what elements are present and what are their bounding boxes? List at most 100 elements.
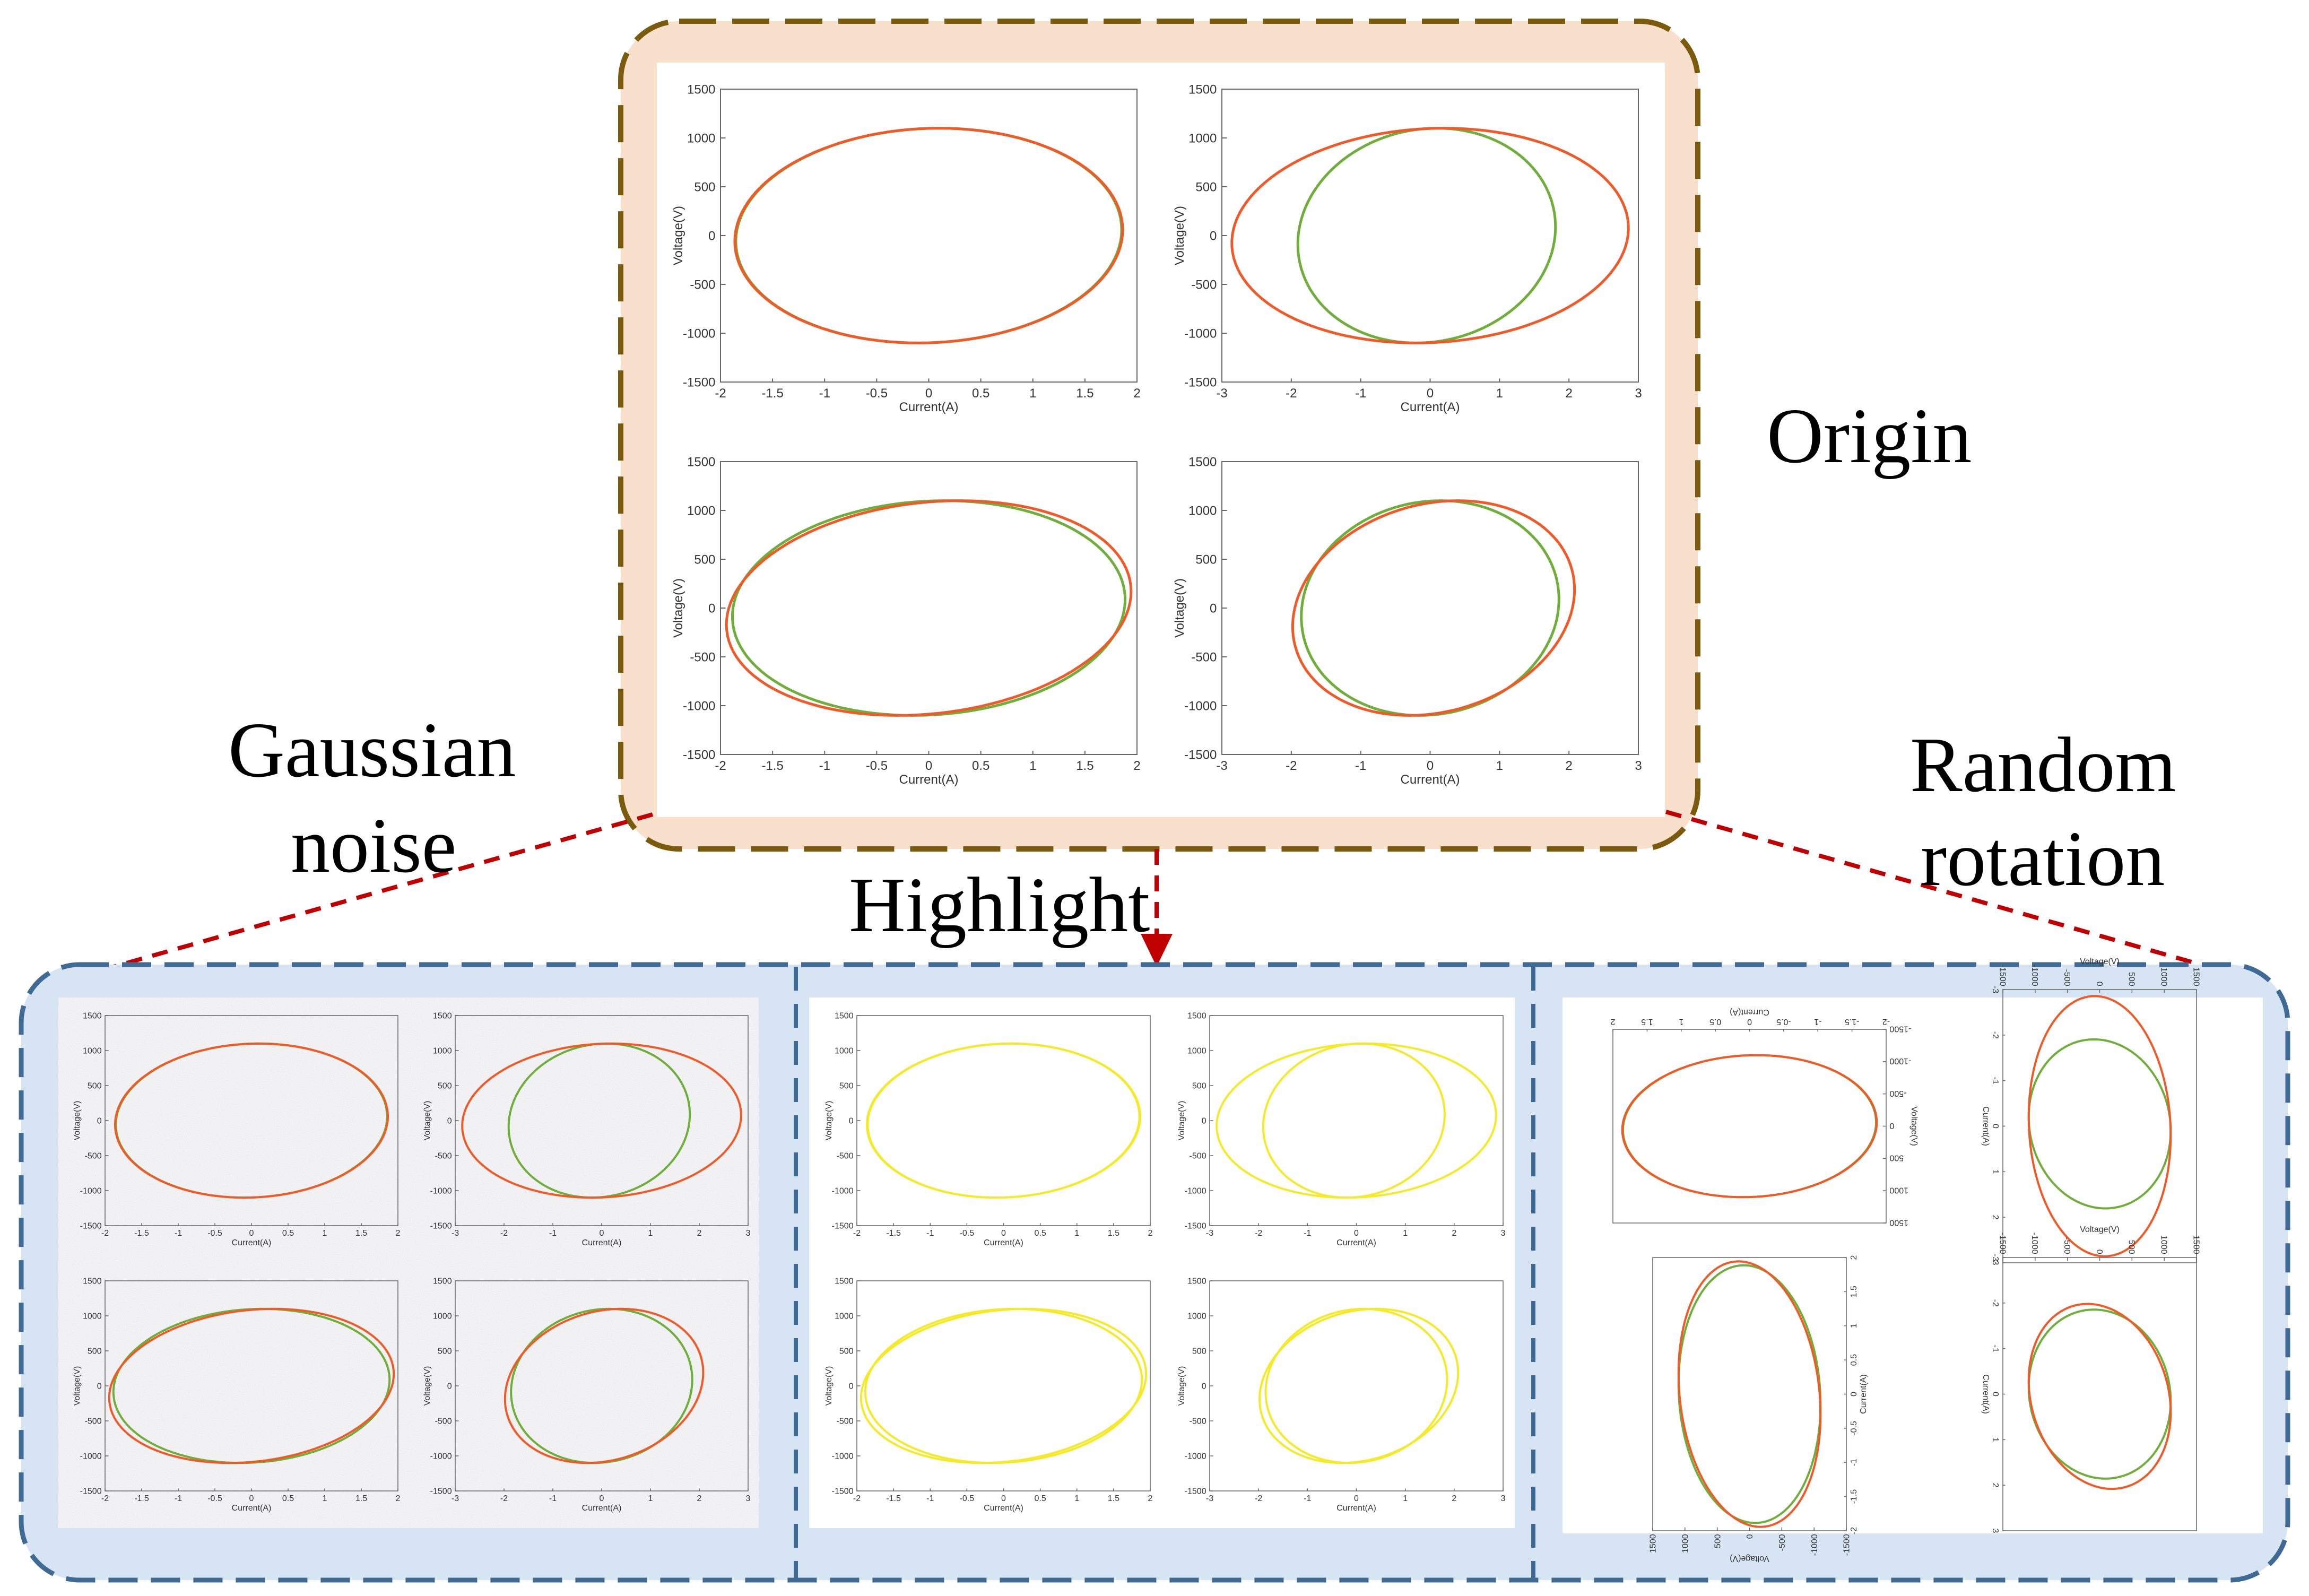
y-tick-label-origin-3: -1000 xyxy=(683,699,715,713)
y-tick-label-highlight-4: 500 xyxy=(1192,1347,1206,1356)
y-tick-label-origin-4: 500 xyxy=(1195,552,1217,567)
y-tick-label-gaussian-2: -500 xyxy=(435,1152,452,1161)
y-axis-label-gaussian-1: Voltage(V) xyxy=(73,1101,82,1141)
origin-figure-panel xyxy=(657,63,1665,817)
x-tick-label-rotation-2: 3 xyxy=(1991,1261,2000,1265)
x-axis-label-gaussian-4: Current(A) xyxy=(582,1504,622,1513)
gaussian-noise-texture xyxy=(58,998,759,1528)
x-tick-label-highlight-3: 1 xyxy=(1074,1494,1079,1503)
y-tick-label-rotation-4: 1000 xyxy=(2159,1235,2168,1254)
x-tick-label-origin-3: 0.5 xyxy=(972,759,989,773)
label-gaussian-line1: Gaussian xyxy=(228,707,516,794)
x-tick-label-origin-4: 2 xyxy=(1565,759,1572,773)
x-tick-label-origin-2: 2 xyxy=(1565,386,1572,401)
y-tick-label-rotation-2: -1000 xyxy=(2030,965,2039,986)
y-axis-label-highlight-4: Voltage(V) xyxy=(1177,1366,1186,1406)
x-tick-label-highlight-3: 1.5 xyxy=(1108,1494,1119,1503)
x-tick-label-highlight-3: 2 xyxy=(1148,1494,1153,1503)
x-tick-label-origin-2: 1 xyxy=(1496,386,1503,401)
y-axis-label-rotation-4: Voltage(V) xyxy=(2080,1225,2120,1234)
y-tick-label-rotation-3: -1000 xyxy=(1810,1534,1819,1556)
x-tick-label-gaussian-1: -1.5 xyxy=(134,1229,149,1238)
x-tick-label-origin-2: 0 xyxy=(1427,386,1434,401)
y-tick-label-rotation-4: 0 xyxy=(2095,1250,2104,1254)
y-tick-label-origin-2: -1500 xyxy=(1184,375,1217,389)
y-tick-label-rotation-3: -1500 xyxy=(1843,1534,1852,1556)
x-tick-label-highlight-1: 0 xyxy=(1001,1229,1006,1238)
y-tick-label-gaussian-1: -500 xyxy=(85,1152,102,1161)
y-tick-label-origin-2: -1000 xyxy=(1184,326,1217,341)
y-tick-label-rotation-1: 500 xyxy=(1889,1153,1904,1163)
x-tick-label-highlight-3: 0.5 xyxy=(1035,1494,1046,1503)
y-tick-label-origin-2: 1000 xyxy=(1188,131,1217,145)
y-tick-label-gaussian-3: 0 xyxy=(97,1382,102,1391)
x-tick-label-rotation-2: -2 xyxy=(1991,1031,2000,1039)
y-tick-label-gaussian-3: 500 xyxy=(88,1347,102,1356)
x-tick-label-rotation-4: 3 xyxy=(1991,1529,2000,1533)
y-tick-label-highlight-1: 1000 xyxy=(835,1047,854,1056)
x-tick-label-gaussian-3: 0 xyxy=(249,1494,254,1503)
series-green-origin-2 xyxy=(1296,127,1557,344)
y-tick-label-origin-3: -500 xyxy=(690,650,715,664)
y-tick-label-rotation-3: 500 xyxy=(1713,1534,1722,1548)
x-axis-label-gaussian-3: Current(A) xyxy=(232,1504,272,1513)
x-tick-label-rotation-1: 1.5 xyxy=(1641,1017,1653,1026)
y-tick-label-highlight-1: -1000 xyxy=(832,1187,854,1196)
x-tick-label-gaussian-4: -3 xyxy=(452,1494,459,1503)
x-tick-label-origin-2: -1 xyxy=(1355,386,1366,401)
x-tick-label-highlight-2: 3 xyxy=(1501,1229,1506,1238)
y-tick-label-rotation-2: -500 xyxy=(2062,969,2071,986)
x-tick-label-highlight-1: 1.5 xyxy=(1108,1229,1119,1238)
x-tick-label-rotation-3: -1.5 xyxy=(1850,1489,1859,1504)
x-tick-label-gaussian-2: 1 xyxy=(648,1229,653,1238)
plot-rotation-2: -3-2-10123150010005000-500-1000-1500Curr… xyxy=(1981,957,2200,1265)
y-tick-label-rotation-4: -500 xyxy=(2062,1237,2071,1254)
y-axis-label-origin-1: Voltage(V) xyxy=(671,206,685,265)
x-tick-label-highlight-2: -3 xyxy=(1206,1229,1213,1238)
x-tick-label-rotation-3: 1.5 xyxy=(1850,1286,1859,1297)
x-tick-label-rotation-1: 0.5 xyxy=(1709,1017,1721,1026)
y-tick-label-gaussian-1: -1000 xyxy=(80,1187,102,1196)
x-tick-label-highlight-4: 1 xyxy=(1403,1494,1408,1503)
y-tick-label-origin-1: 1000 xyxy=(687,131,715,145)
x-tick-label-gaussian-1: -0.5 xyxy=(207,1229,222,1238)
x-tick-label-origin-4: -1 xyxy=(1355,759,1366,773)
x-tick-label-origin-2: -3 xyxy=(1216,386,1227,401)
rotation-figure-panel xyxy=(1563,998,2263,1533)
x-tick-label-rotation-4: 2 xyxy=(1991,1483,2000,1488)
x-axis-label-origin-3: Current(A) xyxy=(899,773,958,787)
x-tick-label-origin-3: 0 xyxy=(925,759,932,773)
y-tick-label-origin-3: 500 xyxy=(694,552,715,567)
y-tick-label-origin-3: 0 xyxy=(708,601,715,615)
y-tick-label-highlight-4: -1500 xyxy=(1185,1487,1206,1496)
y-tick-label-highlight-2: 0 xyxy=(1202,1117,1206,1126)
x-tick-label-rotation-1: 1 xyxy=(1679,1017,1683,1026)
x-tick-label-gaussian-1: 1.5 xyxy=(355,1229,367,1238)
y-tick-label-highlight-2: -1000 xyxy=(1185,1187,1206,1196)
y-tick-label-origin-4: -1500 xyxy=(1184,748,1217,762)
y-axis-label-gaussian-2: Voltage(V) xyxy=(423,1101,432,1141)
label-gaussian-line2: noise xyxy=(291,802,457,889)
x-tick-label-origin-4: -3 xyxy=(1216,759,1227,773)
y-axis-label-gaussian-4: Voltage(V) xyxy=(423,1366,432,1406)
series-red-rotation-1 xyxy=(1621,1054,1878,1199)
x-axis-label-gaussian-1: Current(A) xyxy=(232,1238,272,1247)
x-tick-label-origin-2: -2 xyxy=(1286,386,1297,401)
y-tick-label-highlight-3: -500 xyxy=(837,1417,854,1426)
highlight-figure-panel xyxy=(809,998,1515,1528)
y-tick-label-origin-2: 0 xyxy=(1210,229,1217,243)
x-tick-label-gaussian-4: -1 xyxy=(549,1494,557,1503)
x-tick-label-highlight-1: 0.5 xyxy=(1035,1229,1046,1238)
x-axis-label-rotation-1: Current(A) xyxy=(1730,1008,1769,1017)
y-tick-label-highlight-1: -500 xyxy=(837,1152,854,1161)
y-axis-label-origin-4: Voltage(V) xyxy=(1173,578,1187,638)
y-tick-label-origin-1: -1500 xyxy=(683,375,715,389)
x-tick-label-gaussian-3: -1.5 xyxy=(134,1494,149,1503)
x-tick-label-gaussian-3: -2 xyxy=(101,1494,109,1503)
y-tick-label-origin-4: 1000 xyxy=(1188,504,1217,518)
y-tick-label-highlight-3: -1000 xyxy=(832,1452,854,1461)
x-tick-label-origin-1: 1 xyxy=(1029,386,1036,401)
y-tick-label-origin-2: 1500 xyxy=(1188,82,1217,97)
